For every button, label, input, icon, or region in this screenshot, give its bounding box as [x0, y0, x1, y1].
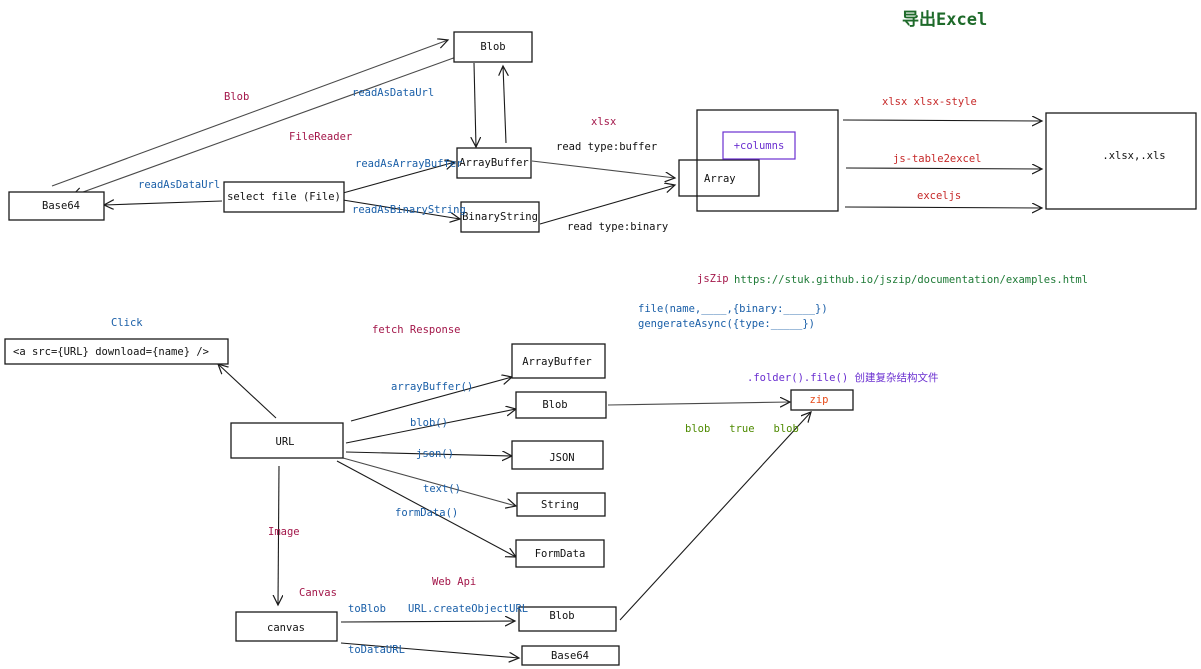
label-todataurl: toDataURL	[348, 644, 405, 656]
label-jszip: jsZip	[697, 273, 729, 285]
box-base64-top: Base64	[8, 191, 105, 221]
box-select-file: select file (File)	[223, 181, 345, 213]
box-array-label: Array	[704, 173, 736, 185]
arrow-arraybuffer-to-blob	[503, 66, 506, 144]
label-jszip-url[interactable]: https://stuk.github.io/jszip/documentati…	[734, 274, 1088, 286]
box-binarystring-label: BinaryString	[462, 211, 538, 223]
box-array: Array	[678, 159, 760, 197]
arrow-url-to-json	[345, 452, 512, 456]
box-arraybuffer-fetch: ArrayBuffer	[511, 343, 606, 379]
arrow-blob-to-arraybuffer	[474, 62, 476, 147]
label-folder-file: .folder().file() 创建复杂结构文件	[747, 371, 938, 384]
arrow-select-to-base64	[104, 201, 223, 205]
label-click: Click	[111, 317, 143, 329]
label-xlsx-style: xlsx xlsx-style	[882, 96, 977, 108]
arrow-canvas-to-base64	[340, 642, 519, 658]
arrow-base64-to-blob-1	[51, 40, 448, 187]
box-xlsx-output-label: .xlsx,.xls	[1102, 150, 1165, 162]
box-arraybuffer-fetch-label: ArrayBuffer	[522, 356, 592, 368]
box-blob-top-label: Blob	[480, 41, 505, 53]
label-text-call: text()	[423, 483, 461, 495]
label-read-binary: read type:binary	[567, 221, 668, 233]
box-arraybuffer-top-label: ArrayBuffer	[459, 157, 529, 169]
arrow-url-to-canvas	[278, 465, 279, 605]
box-base64-top-label: Base64	[42, 200, 80, 212]
page-title: 导出Excel	[902, 9, 987, 30]
arrow-arraybuffer-to-array	[531, 160, 675, 178]
label-blob: Blob	[224, 91, 249, 103]
label-readasbinarystring: readAsBinaryString	[352, 204, 466, 216]
box-formdata-label: FormData	[535, 548, 586, 560]
arrow-js-table2excel	[845, 168, 1042, 169]
label-read-buffer: read type:buffer	[556, 141, 657, 153]
label-json-call: json()	[416, 448, 454, 460]
label-toblob: toBlob	[348, 603, 386, 615]
label-image: Image	[268, 526, 300, 538]
box-arraybuffer-top: ArrayBuffer	[456, 147, 532, 179]
box-json: JSON	[511, 440, 604, 470]
box-base64-bottom-label: Base64	[551, 650, 589, 662]
arrow-url-to-arraybuffer	[350, 377, 512, 422]
label-blob-true-blob: blob true blob	[685, 423, 799, 435]
arrow-canvas-to-blob	[340, 621, 515, 622]
box-columns: +columns	[722, 131, 796, 160]
arrow-xlsx-style	[842, 120, 1042, 121]
label-arraybuffer-call: arrayBuffer()	[391, 381, 473, 393]
box-string: String	[516, 492, 606, 517]
bottom-connectors	[218, 364, 811, 658]
label-canvas: Canvas	[299, 587, 337, 599]
arrow-blob-to-zip	[607, 402, 790, 405]
box-zip: zip	[790, 389, 854, 411]
box-columns-label: +columns	[734, 140, 785, 152]
label-jszip-file: file(name,____,{binary:_____})	[638, 303, 828, 315]
box-formdata: FormData	[515, 539, 605, 568]
arrow-blob-to-base64	[72, 55, 460, 196]
arrow-url-to-string	[342, 457, 516, 506]
arrow-select-to-binarystring	[342, 199, 460, 219]
box-select-file-label: select file (File)	[227, 191, 341, 203]
label-fetch-response: fetch Response	[372, 324, 461, 336]
box-anchor: <a src={URL} download={name} />	[4, 338, 229, 365]
box-xlsx-output: .xlsx,.xls	[1045, 112, 1197, 210]
box-blob-fetch-label: Blob	[542, 399, 567, 411]
arrow-url-to-anchor	[218, 364, 277, 419]
top-connectors	[51, 40, 1042, 225]
box-blob-fetch: Blob	[515, 391, 607, 419]
label-blob-call: blob()	[410, 417, 448, 429]
box-blob-bottom: Blob	[518, 606, 617, 632]
box-url-label: URL	[276, 436, 295, 448]
arrow-binarystring-to-array	[539, 185, 675, 225]
arrow-blob-bottom-to-zip	[619, 412, 811, 621]
box-binarystring: BinaryString	[460, 201, 540, 233]
box-canvas: canvas	[235, 611, 338, 642]
label-jszip-generate: gengerateAsync({type:_____})	[638, 318, 815, 330]
box-string-label: String	[541, 499, 579, 511]
box-anchor-label: <a src={URL} download={name} />	[13, 346, 209, 358]
label-exceljs: exceljs	[917, 190, 961, 202]
box-blob-top: Blob	[453, 31, 533, 63]
box-zip-label: zip	[810, 394, 829, 406]
arrow-select-to-arraybuffer	[342, 162, 455, 194]
label-web-api: Web Api	[432, 576, 476, 588]
box-url: URL	[230, 422, 344, 459]
label-xlsx: xlsx	[591, 116, 616, 128]
box-base64-bottom: Base64	[521, 645, 620, 666]
box-json-label: JSON	[549, 452, 574, 464]
label-filereader: FileReader	[289, 131, 352, 143]
label-formdata-call: formData()	[395, 507, 458, 519]
label-readasdataurl-left: readAsDataUrl	[138, 179, 220, 191]
label-readasarraybuffer: readAsArrayBuffer	[355, 158, 462, 170]
arrow-url-to-blob	[345, 409, 516, 444]
arrow-exceljs	[844, 207, 1042, 208]
box-blob-bottom-label: Blob	[549, 610, 574, 622]
label-createobjecturl: URL.createObjectURL	[408, 603, 528, 615]
box-canvas-label: canvas	[267, 622, 305, 634]
arrow-url-to-formdata	[336, 460, 516, 557]
label-js-table2excel: js-table2excel	[893, 153, 982, 165]
label-readasdataurl-top: readAsDataUrl	[352, 87, 434, 99]
